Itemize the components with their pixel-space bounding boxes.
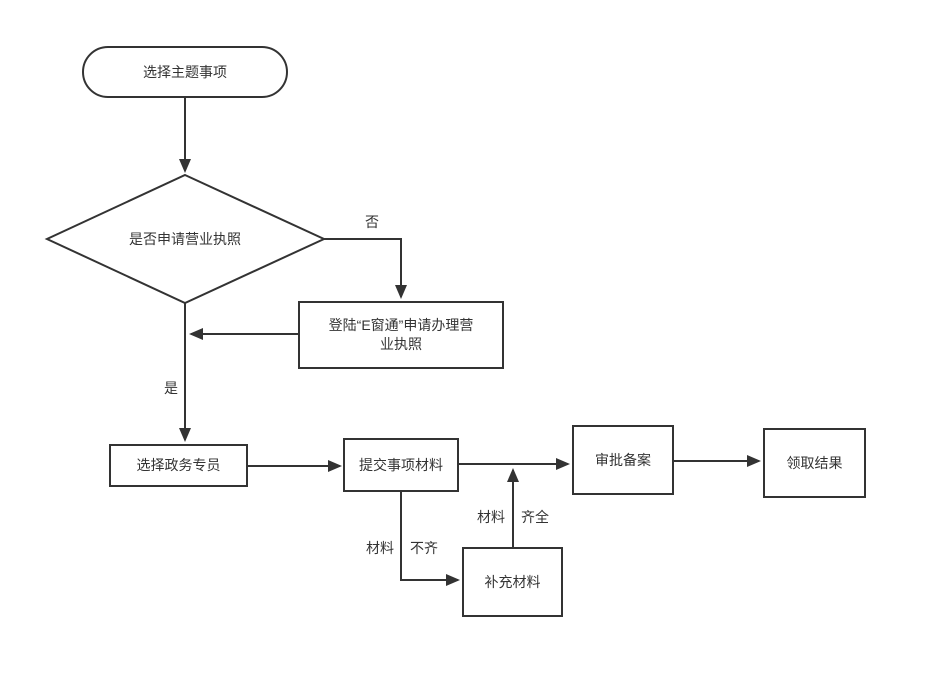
edge-label-materials-incomplete: 材料 不齐: [366, 540, 438, 556]
node-approve: 审批备案: [572, 425, 674, 495]
node-start-label: 选择主题事项: [143, 63, 227, 80]
edge-label-yes: 是: [164, 380, 178, 396]
node-supplement: 补充材料: [462, 547, 563, 617]
node-ewindow-label: 登陆“E窗通”申请办理营 业执照: [328, 317, 474, 352]
node-submit-label: 提交事项材料: [359, 456, 443, 473]
node-approve-label: 审批备案: [595, 451, 651, 468]
node-ewindow: 登陆“E窗通”申请办理营 业执照: [298, 301, 504, 369]
node-result-label: 领取结果: [786, 454, 843, 471]
node-decision: 是否申请营业执照: [90, 229, 280, 249]
edge-label-materials-complete: 材料 齐全: [477, 509, 549, 525]
node-specialist-label: 选择政务专员: [136, 457, 221, 473]
node-start: 选择主题事项: [82, 46, 288, 98]
node-result: 领取结果: [763, 428, 866, 498]
decision-diamond-shape: [44, 173, 327, 305]
edge-label-materials-incomplete-right: 不齐: [410, 540, 438, 556]
node-submit: 提交事项材料: [343, 438, 459, 492]
edge-label-no: 否: [365, 214, 379, 230]
edge-label-materials-incomplete-left: 材料: [366, 540, 394, 556]
edge-label-materials-complete-left: 材料: [477, 509, 505, 525]
edge-label-materials-complete-right: 齐全: [521, 509, 549, 525]
node-supplement-label: 补充材料: [484, 573, 541, 590]
node-decision-label: 是否申请营业执照: [129, 230, 241, 247]
node-specialist: 选择政务专员: [109, 444, 248, 487]
